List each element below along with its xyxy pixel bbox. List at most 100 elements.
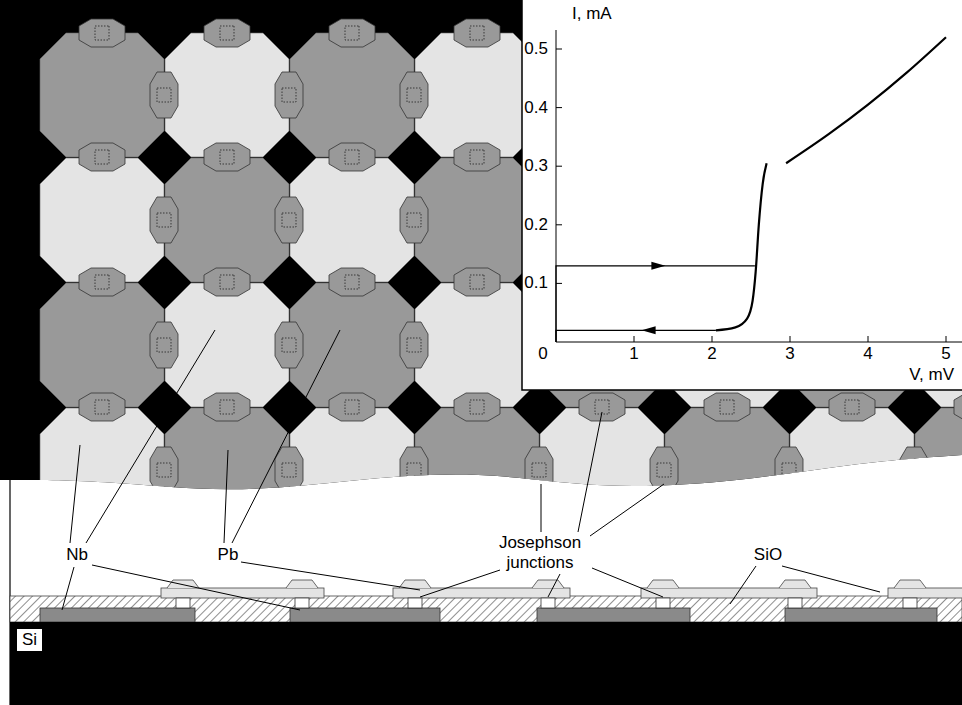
junction-window — [282, 88, 296, 102]
pb-island — [40, 33, 164, 157]
junction-window — [345, 26, 359, 40]
nb-island — [790, 408, 914, 532]
junction-pad — [150, 322, 178, 368]
pb-bump — [532, 580, 564, 588]
junction-window — [407, 463, 421, 477]
leader-line — [578, 412, 602, 532]
nb-island — [165, 283, 289, 407]
junction-window — [220, 400, 234, 414]
axis-label: V, mV — [909, 365, 954, 385]
junction-pad — [79, 143, 125, 171]
inset-border — [522, 0, 962, 390]
leader-line — [548, 574, 560, 597]
leader-line — [592, 568, 663, 597]
material-label: Si — [17, 629, 42, 651]
tick-label: 0 — [538, 344, 547, 364]
junction-window — [176, 598, 190, 608]
junction-window — [407, 88, 421, 102]
junction-window — [95, 275, 109, 289]
leader-line — [62, 567, 74, 610]
junction-pad — [329, 268, 375, 296]
pad-outline — [829, 393, 875, 421]
junction-pad — [579, 518, 625, 546]
axis-label: I, mA — [572, 4, 612, 24]
junction-window — [595, 400, 609, 414]
junction-window — [470, 26, 484, 40]
junction-pad — [454, 19, 500, 47]
junction-pad — [204, 268, 250, 296]
junction-pad — [454, 268, 500, 296]
pb-bump — [779, 580, 811, 588]
leader-line — [70, 445, 80, 543]
pad-outline — [829, 518, 875, 546]
nb-island — [415, 33, 539, 157]
leader-line — [782, 566, 880, 592]
pad-outline — [79, 393, 125, 421]
junction-window — [220, 275, 234, 289]
junction-pad — [329, 19, 375, 47]
junction-window — [345, 150, 359, 164]
pb-island — [665, 408, 789, 532]
junction-window — [656, 598, 670, 608]
pb-bump — [647, 580, 679, 588]
tick-label: 5 — [941, 344, 950, 364]
pad-outline — [204, 143, 250, 171]
pad-outline — [329, 143, 375, 171]
tick — [556, 224, 562, 225]
junction-window — [407, 213, 421, 227]
pb-island — [415, 158, 539, 282]
junction-window — [282, 213, 296, 227]
tick-label: 2 — [707, 344, 716, 364]
junction-window — [157, 338, 171, 352]
junction-window — [657, 463, 671, 477]
junction-window — [470, 275, 484, 289]
nb-strip — [40, 608, 195, 622]
sweep-arrow — [642, 326, 656, 334]
pad-outline — [204, 268, 250, 296]
pad-outline — [454, 268, 500, 296]
pb-layer — [641, 588, 817, 598]
pad-outline — [954, 393, 962, 421]
junction-pad — [275, 322, 303, 368]
junction-window — [95, 525, 109, 539]
nb-island — [540, 408, 664, 532]
pad-outline — [79, 19, 125, 47]
junction-window — [532, 463, 546, 477]
pb-island — [165, 158, 289, 282]
junction-window — [720, 400, 734, 414]
junction-window — [95, 26, 109, 40]
pad-outline — [650, 447, 678, 493]
tick — [946, 336, 947, 342]
switching-line — [556, 266, 755, 342]
inset-panel — [522, 0, 962, 390]
junction-pad — [79, 19, 125, 47]
junction-pad — [79, 518, 125, 546]
iv-curve — [786, 37, 946, 163]
junction-pad — [329, 518, 375, 546]
leader-line — [420, 570, 500, 597]
junction-pad — [400, 447, 428, 493]
tick-label: 3 — [785, 344, 794, 364]
axes — [556, 30, 962, 342]
pad-outline — [900, 447, 928, 493]
pad-outline — [79, 518, 125, 546]
tick-label: 0.4 — [524, 98, 548, 118]
pad-outline — [275, 322, 303, 368]
junction-window — [907, 463, 921, 477]
junction-window — [345, 525, 359, 539]
junction-pad — [454, 143, 500, 171]
junction-pad — [79, 393, 125, 421]
iv-inset — [522, 0, 962, 390]
pad-outline — [400, 197, 428, 243]
tick-label: 0.2 — [524, 215, 548, 235]
nb-strip — [537, 608, 690, 622]
junction-window — [220, 525, 234, 539]
junction-window — [720, 525, 734, 539]
pad-outline — [275, 197, 303, 243]
junction-pad — [650, 447, 678, 493]
tick — [556, 283, 562, 284]
junction-window — [157, 88, 171, 102]
junction-pad — [829, 393, 875, 421]
tick — [634, 336, 635, 342]
